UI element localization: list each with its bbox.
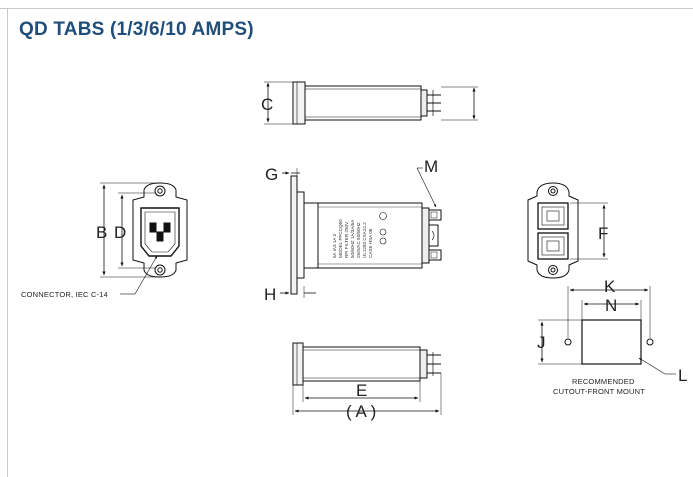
connector-note: CONNECTOR, IEC C-14 xyxy=(21,290,108,299)
page-title: QD TABS (1/3/6/10 AMPS) xyxy=(19,19,254,40)
frame-top-line xyxy=(0,8,693,9)
frame-left-line xyxy=(7,8,8,477)
svg-text:RFI FILTER 250V: RFI FILTER 250V xyxy=(344,221,349,258)
bottom-view xyxy=(292,342,442,415)
cutout-note-line1: RECOMMENDED xyxy=(572,377,635,386)
top-view xyxy=(264,81,478,125)
label-j: J xyxy=(537,333,546,352)
filter-label-text: 5A IA3 1A 3 MODEL PFCCQ60 RFI FILTER 250… xyxy=(332,219,373,258)
label-c: C xyxy=(261,95,273,114)
svg-text:50/60HZ 1A/3A/6A: 50/60HZ 1A/3A/6A xyxy=(350,219,355,258)
svg-text:CASE HSA 08: CASE HSA 08 xyxy=(368,228,373,258)
cutout-view xyxy=(538,286,676,375)
label-a: ( A ) xyxy=(346,402,376,421)
label-k: K xyxy=(604,277,616,296)
cutout-note-line2: CUTOUT-FRONT MOUNT xyxy=(553,387,645,396)
label-m: M xyxy=(424,157,438,176)
label-h: H xyxy=(264,285,276,304)
label-e: E xyxy=(356,381,367,400)
label-f: F xyxy=(598,224,608,243)
rear-view xyxy=(527,182,608,279)
connector-front-view xyxy=(100,182,188,295)
svg-text:250VAC 50/60HZ: 250VAC 50/60HZ xyxy=(356,222,361,258)
filter-side-view xyxy=(280,167,442,298)
svg-text:MODEL PFCCQ60: MODEL PFCCQ60 xyxy=(338,219,343,258)
label-n: N xyxy=(605,296,617,315)
svg-text:5A IA3 1A 3: 5A IA3 1A 3 xyxy=(332,234,337,258)
label-d: D xyxy=(114,223,126,242)
label-g: G xyxy=(265,165,278,184)
label-b: B xyxy=(96,223,107,242)
label-l: L xyxy=(678,366,687,385)
svg-text:UL1283 CSA22.2: UL1283 CSA22.2 xyxy=(362,222,367,258)
